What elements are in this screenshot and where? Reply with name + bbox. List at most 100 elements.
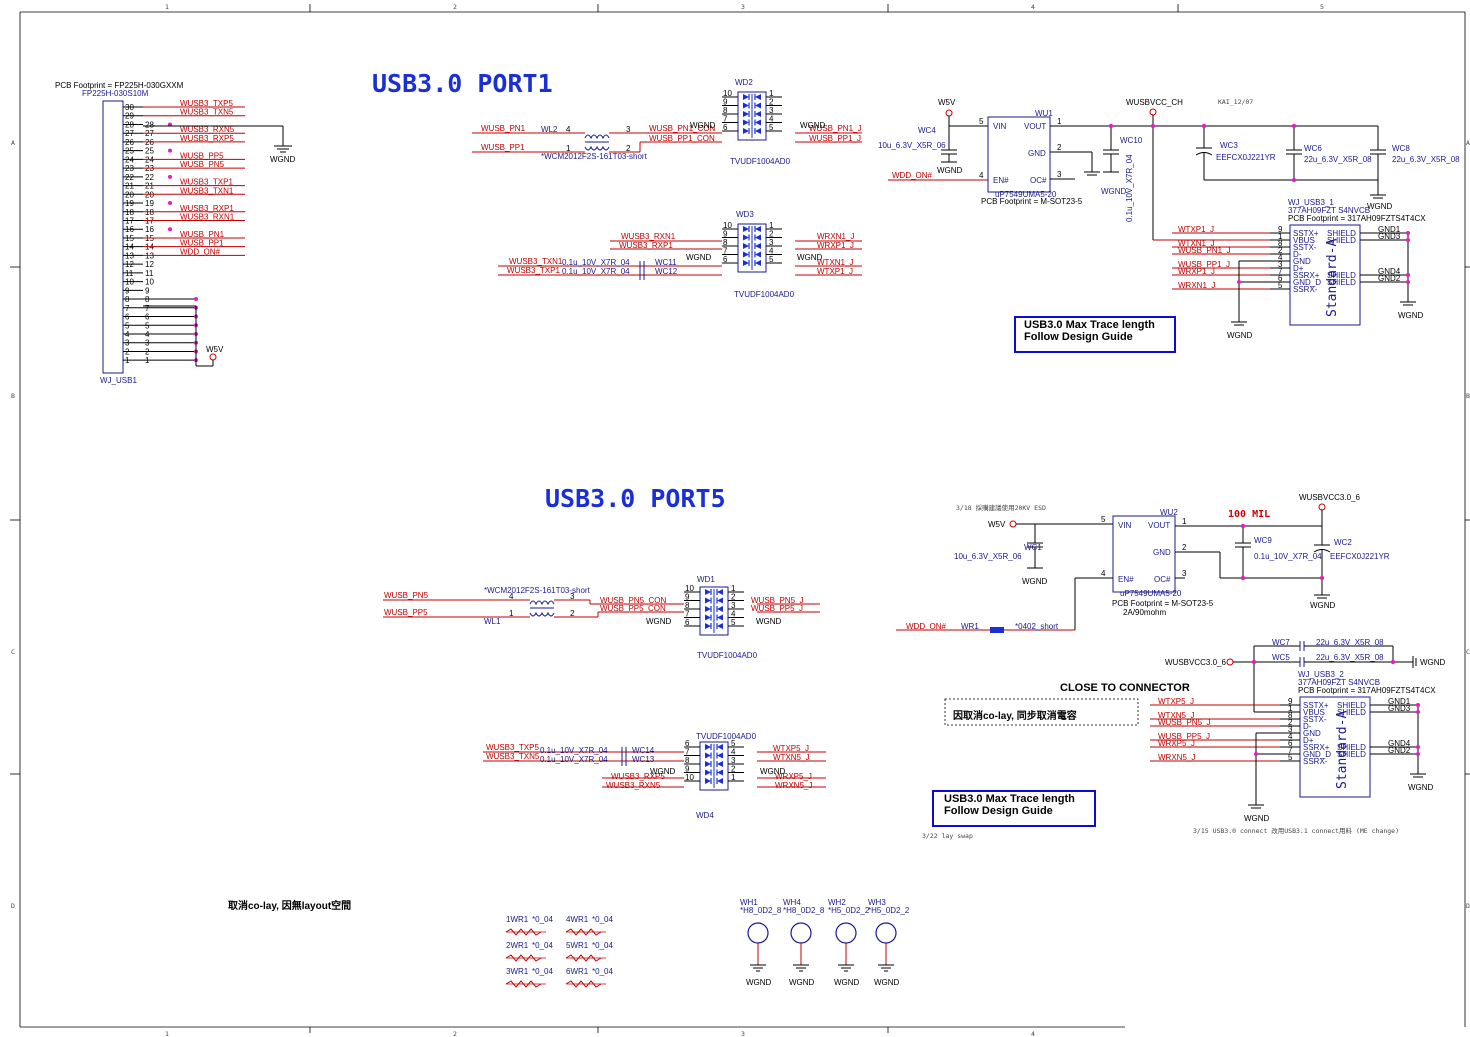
- pin-name: GND: [1028, 149, 1046, 158]
- net-label: WUSB3_RXP1: [180, 204, 234, 213]
- cap-ref: WC3: [1220, 141, 1238, 150]
- wgnd-label: WGND: [834, 978, 860, 987]
- conn-footprint: PCB Footprint = 317AH09FZTS4T4CX: [1298, 686, 1436, 695]
- svg-text:WC13: WC13: [632, 755, 655, 764]
- pin-num: 10: [685, 584, 694, 593]
- resistor-value: *0_04: [592, 915, 613, 924]
- net-label: WUSB_PP5_CON: [600, 604, 666, 613]
- conn-part: 377AH09FZT S4NVCB: [1298, 678, 1380, 687]
- wu1-footprint: PCB Footprint = M-SOT23-5: [981, 197, 1083, 206]
- pin-num: 12: [145, 260, 154, 269]
- sheet-frame: 1 2 3 4 5 1 2 3 4 A B C D A B C D: [10, 3, 1470, 1037]
- svg-text:TVUDF1004AD0: TVUDF1004AD0: [730, 157, 791, 166]
- pin-name: EN#: [993, 176, 1009, 185]
- cap-value: EEFCX0J221YR: [1330, 552, 1390, 561]
- net-label: WUSBVCC_CH: [1126, 98, 1183, 107]
- resistor-ref: 3WR1: [506, 967, 529, 976]
- port1-power-switch[interactable]: W5V 5 WC4 10u_6.3V_X5R_06 WGND WDD_ON# 4…: [878, 98, 1460, 241]
- svg-text:0.1u_10V_X7R_04: 0.1u_10V_X7R_04: [540, 746, 608, 755]
- pin-name: VBUS: [1303, 708, 1325, 717]
- wl2-common-mode-choke[interactable]: WUSB_PN1 WUSB_PP1 WL2 4 3 1 2 *WCM2012F2…: [472, 124, 722, 161]
- pin-num: 11: [145, 269, 154, 278]
- resistor-value: *0_04: [592, 967, 613, 976]
- pin-num: 10: [145, 278, 154, 287]
- wgnd-label: WGND: [1022, 577, 1048, 586]
- wgnd-label: WGND: [270, 155, 296, 164]
- pin-name: VIN: [993, 122, 1007, 131]
- resistor-value: *0_04: [592, 941, 613, 950]
- wl1-common-mode-choke[interactable]: WUSB_PN5 WUSB_PP5 *WCM2012F2S-161T03-sho…: [383, 586, 684, 626]
- wj-usb1-connector[interactable]: PCB Footprint = FP225H-030GXXM FP225H-03…: [55, 81, 296, 385]
- svg-text:WUSB3_TXN1: WUSB3_TXN1: [509, 257, 563, 266]
- wgnd-label: WGND: [1367, 202, 1393, 211]
- net-label: WUSB_PN1: [481, 124, 526, 133]
- pin-num: 1: [566, 144, 571, 153]
- col-label: 2: [453, 1030, 457, 1037]
- wu1-body: [987, 116, 1051, 193]
- svg-text:USB3.0 Max Trace length: USB3.0 Max Trace length: [944, 793, 1075, 805]
- pin-num: 9: [723, 230, 728, 239]
- hole-value: *H8_0D2_8: [783, 906, 825, 915]
- port5-title: USB3.0 PORT5: [545, 484, 726, 513]
- pin-num: 1: [731, 773, 736, 782]
- svg-text:WRXP5_J: WRXP5_J: [775, 772, 812, 781]
- pin-num: 4: [1101, 569, 1106, 578]
- net-label: WUSB3_RXP5: [180, 134, 234, 143]
- pin-num: 1: [731, 584, 736, 593]
- svg-text:WRXP1_J: WRXP1_J: [817, 241, 854, 250]
- pin-num: 7: [1288, 746, 1293, 755]
- wgnd-label: WGND: [1244, 814, 1270, 823]
- net-label: WUSB3_TXP5: [180, 99, 233, 108]
- pin-num: 4: [769, 247, 774, 256]
- wd3-signals: WD3 TVUDF1004AD0 WUSB3_RXN1 WUSB3_RXP1 W…: [498, 210, 862, 299]
- wl1-part: *WCM2012F2S-161T03-short: [484, 586, 591, 595]
- connector-change-note: 3/15 USB3.0 connect 改用USB3.1 connect用料 (…: [1193, 826, 1399, 835]
- pin-num: 1: [1288, 704, 1293, 713]
- note-100mil: 100 MIL: [1228, 509, 1270, 520]
- resistor-value: *0_04: [532, 915, 553, 924]
- svg-text:WUSB3_RXP1: WUSB3_RXP1: [619, 241, 673, 250]
- port5-power-switch[interactable]: 3/18 採購建議使用20KV ESD W5V 5 WC1 10u_6.3V_X…: [896, 493, 1390, 633]
- net-label: WUSB_PP1: [180, 239, 224, 248]
- conn-name: Standard-A: [1335, 711, 1350, 789]
- pin-name: SHIELD: [1327, 278, 1356, 287]
- pin-name: GND: [1303, 729, 1321, 738]
- port5-bulk-caps[interactable]: WUSBVCC3.0_6 WC7 22u_6.3V_X5R_08 WC5 22u…: [1165, 638, 1446, 712]
- mounting-holes[interactable]: WH1*H8_0D2_8WGNDWH4*H8_0D2_8WGNDWH2*H5_0…: [740, 898, 910, 987]
- svg-text:WUSB3_RXP5: WUSB3_RXP5: [611, 772, 665, 781]
- pin-name: D+: [1303, 736, 1314, 745]
- col-label: 1: [165, 1030, 169, 1037]
- pin-num: 8: [1288, 711, 1293, 720]
- pin-name: SHIELD: [1327, 271, 1356, 280]
- pin-num: 7: [723, 115, 728, 124]
- pin-num: 4: [509, 592, 514, 601]
- wgnd-label: WGND: [1227, 331, 1253, 340]
- cap-value: 22u_6.3V_X5R_08: [1304, 155, 1372, 164]
- pin-num: 4: [731, 748, 736, 757]
- net-label: WUSB3_RXN5: [180, 125, 235, 134]
- svg-text:Follow Design Guide: Follow Design Guide: [1024, 331, 1133, 343]
- pin-name: VOUT: [1148, 521, 1170, 530]
- col-label: 4: [1031, 1030, 1035, 1037]
- wu1-part: uP7549UMA5-20: [995, 190, 1057, 199]
- pin-name: EN#: [1118, 575, 1134, 584]
- cap-ref: WC9: [1254, 536, 1272, 545]
- net-label: WRXN1_J: [1178, 281, 1215, 290]
- pin-num: 4: [566, 125, 571, 134]
- svg-text:0.1u_10V_X7R_04: 0.1u_10V_X7R_04: [540, 755, 608, 764]
- pin-num: 6: [685, 739, 690, 748]
- pin-num: 3: [1278, 260, 1283, 269]
- pin-num: 2: [1278, 246, 1283, 255]
- pin-name: OC#: [1154, 575, 1171, 584]
- w5v-label: W5V: [988, 520, 1006, 529]
- cap-ref: WC6: [1304, 144, 1322, 153]
- svg-text:WGND: WGND: [646, 617, 672, 626]
